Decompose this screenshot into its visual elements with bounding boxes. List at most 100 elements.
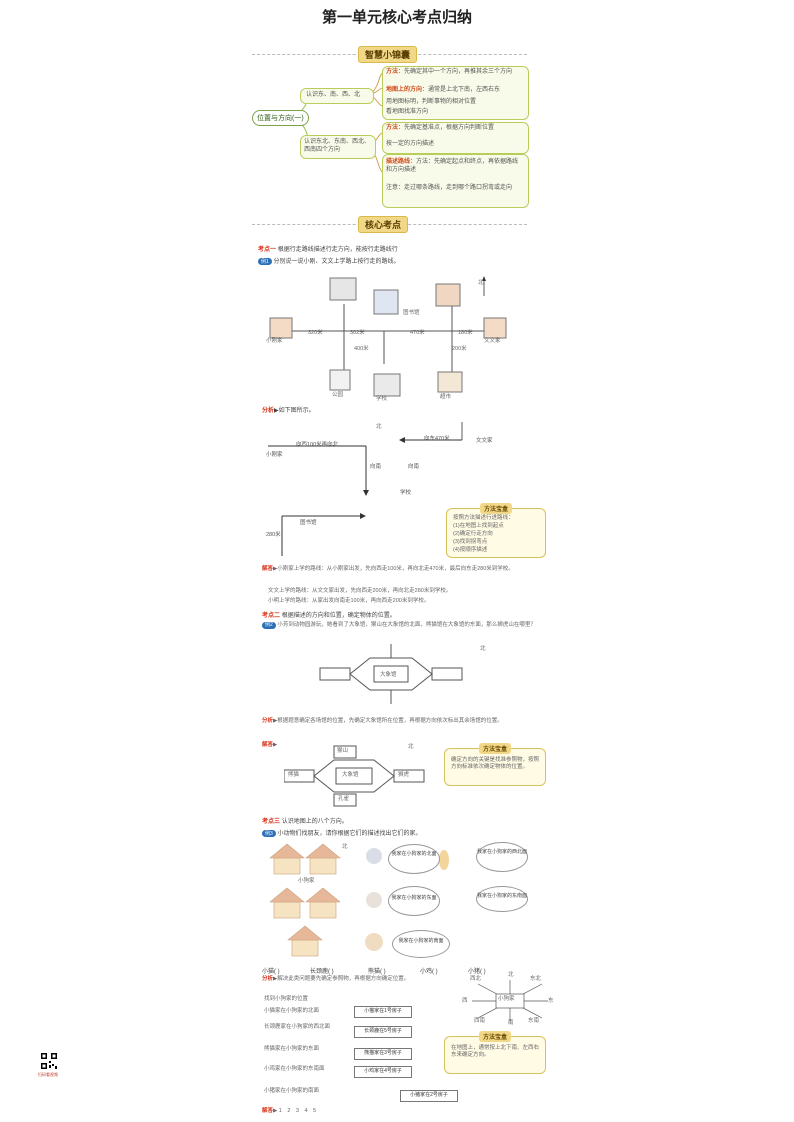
analysis3-box5: 小猪家在2号房子 [400,1090,458,1102]
kp3-heading: 考点三 认识地图上的八个方向。 [262,819,348,825]
answer1: 解答▶小刚家上学的路线：从小刚家出发，先向西走100米，再向北走470米，最后向… [262,566,514,572]
kp1-heading: 考点一 根据行走路线描述行走方向，能按行走路线行 [258,247,398,253]
answer2-label: 解答▶ [262,742,278,748]
analysis1-r3: 向南 [370,464,382,470]
compass-sw: 西南 [474,1018,486,1024]
mindmap-leaf4: 看地图找准方向 [386,109,429,115]
compass-w: 西 [462,998,468,1004]
compass-s: 南 [508,1020,514,1026]
map1-diagram [269,276,507,397]
map1-d4: 180米 [458,330,473,336]
analysis1-r1: 向西100米再向北 [296,442,339,448]
bubble5: 我家在小狗家的南面 [392,930,450,958]
mindmap-group3 [382,154,529,208]
blank-b[interactable]: 长颈鹿( ) [310,969,334,975]
compass-se: 东南 [528,1018,540,1024]
analysis3-box2: 长颈鹿在5号房子 [354,1026,412,1038]
map1-d5: 200米 [452,346,467,352]
map1-library: 图书馆 [403,310,420,316]
bubble1: 我家在小狗家的北面 [388,844,440,874]
blank-a[interactable]: 小猫( ) [262,969,280,975]
kp2-diagram [319,644,463,704]
core-banner: 核心考点 [358,216,409,233]
method1-line2: (2)确定行走方向 [453,531,493,537]
analysis1-north: 北 [376,424,382,430]
analysis3-box1: 小猫家在1号房子 [354,1006,412,1018]
kp2-example: 例2 小芳到动物园游玩，她看到了大象馆，猴山在大象馆的北面，熊猫馆在大象馆的东面… [262,622,544,629]
bubble3: 我家在小狗家的东面 [388,886,440,916]
analysis1-r4: 280米 [266,532,281,538]
blank-c[interactable]: 熊猫( ) [368,969,386,975]
method1-title: 方法宝盒 [479,503,513,514]
mindmap-leaf1: 方法：先确定其中一个方向，再推其余三个方向 [386,69,513,75]
method1-line3: (3)找到拐弯点 [453,539,488,545]
blank-e[interactable]: 小猪( ) [468,969,486,975]
blank-d[interactable]: 小鸡( ) [420,969,438,975]
answer2-bottom: 孔雀 [338,796,350,802]
analysis1-r7: 向南 [408,464,420,470]
analysis3-l2: 小猫家在小狗家的北面 [264,1008,320,1014]
qr-caption: 扫码看视频 [38,1072,58,1077]
kp2-center: 大象馆 [380,672,397,678]
method1-line4: (4)按顺序描述 [453,547,488,553]
analysis1-r6: 文文家 [476,438,493,444]
analysis2: 分析▶根据题意确定各场馆的位置，先确定大象馆所在位置，再根据方向依次标出其余场馆… [262,718,503,724]
mindmap-branch1: 认识东、南、西、北 [306,92,361,98]
analysis1-r9: 图书馆 [300,520,317,526]
answer3: 解答▶ 1 2 3 4 5 [262,1108,317,1114]
houses-illustration [269,843,341,957]
answer2-north: 北 [408,744,414,750]
analysis3: 分析▶解决此类问题要先确定参照物，再根据方向确定位置。 [262,976,410,982]
kp1-example: 例1 分别说一说小刚、文文上学路上按行走的路线。 [258,256,399,265]
map1-d3: 400米 [354,346,369,352]
mindmap-leaf6: 按一定的方向描述 [386,141,435,147]
map1-park: 公园 [332,392,344,398]
analysis3-l6: 小猪家在小狗家的南面 [264,1088,320,1094]
animals-illustration [365,848,449,951]
method1-line0: 按照方法描述行进路线： [453,515,514,521]
compass-e: 东 [548,998,554,1004]
analysis3-l5: 小鸡家在小狗家的东南面 [264,1066,325,1072]
kp2-north: 北 [480,646,486,652]
qr-code-icon[interactable] [40,1052,58,1070]
bubble2: 我家在小狗家的西北面 [476,842,528,872]
method1-line1: (1)在地图上找到起点 [453,523,504,529]
map1-school: 学校 [376,396,388,402]
answer2-right: 狮虎 [398,772,410,778]
analysis1-r8: 学校 [400,490,412,496]
answer2-left: 熊猫 [288,772,300,778]
analysis3-box4: 小鸡家在4号房子 [354,1066,412,1078]
map1-north: 北 [478,280,484,286]
mindmap-group2 [382,122,529,154]
answer2-top: 猴山 [337,748,349,754]
page-title: 第一单元核心考点归纳 [321,8,472,26]
method3-box: 方法宝盒 在地图上，通常按上北下南、左西右东来确定方向。 [444,1031,546,1074]
mindmap-branch2: 认识东北、东南、西北、西南四个方向 [304,139,371,153]
mindmap-leaf8: 注意：走过哪条路线，走到哪个路口拐弯或走向 [386,185,513,191]
mindmap-branch1-box [300,88,374,104]
method3-text: 在地图上，通常按上北下南、左西右东来确定方向。 [451,1045,540,1058]
analysis3-l3: 长颈鹿家在小狗家的西北面 [264,1024,331,1030]
analysis1-route [268,422,463,556]
bubble4: 我家在小狗家的东南面 [476,886,528,912]
compass-diagram [472,980,548,1022]
map1-xiaogang: 小刚家 [266,338,283,344]
house-north: 北 [342,844,348,850]
answer1-line3: 小明上学的路线：从家出发向南走100米，再向西走200米到学校。 [268,598,430,604]
method2-title: 方法宝盒 [478,743,512,754]
map1-d6: 470米 [410,330,425,336]
method1-box: 方法宝盒 按照方法描述行进路线： (1)在地图上找到起点 (2)确定行走方向 (… [446,503,546,558]
kp2-heading: 考点二 根据描述的方向和位置，确定物体的位置。 [262,613,396,619]
mindmap-branch2-box [300,135,376,159]
mindmap-leaf5: 方法：先确定基准点，根据方向判断位置 [386,125,495,131]
mindmap-leaf2: 地图上的方向：通常是上北下南，左西右东 [386,87,501,93]
analysis3-l4: 熊猫家在小狗家的东面 [264,1046,320,1052]
compass-nw: 西北 [470,976,482,982]
map1-wenwen: 文文家 [484,338,501,344]
analysis1: 分析▶如下图所示。 [262,408,315,414]
kp3-example: 例3 小动物们找朋友，请你根据它们的描述找出它们的家。 [262,828,421,837]
answer1-line2: 文文上学的路线：从文文家出发，先向西走200米，再向北走280米到学校。 [268,588,452,594]
analysis3-l1: 找到小狗家的位置 [264,996,309,1002]
mindmap-leaf7: 描述路线：方法：先确定起点和终点，再依据路线和方向描述 [386,159,519,173]
method2-text: 确定方向的关键是找准参照物，按照方向标准依次确定物体的位置。 [451,757,540,770]
